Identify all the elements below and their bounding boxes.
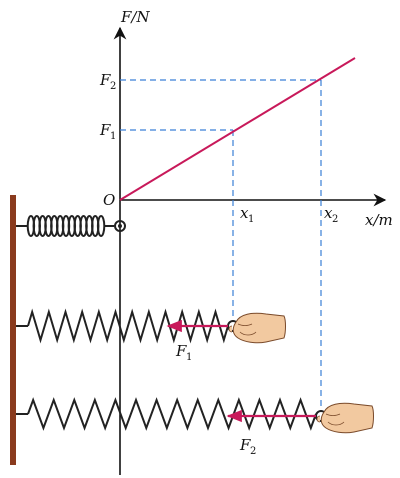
x-axis-label: x/m [365,211,393,229]
svg-text:x: x [240,204,249,222]
svg-text:x: x [324,204,333,222]
svg-text:1: 1 [248,214,254,225]
spring-relaxed [16,215,126,237]
force-label-f2: F 2 [239,436,256,457]
svg-text:F: F [239,436,251,454]
origin-label: O [103,191,115,209]
svg-text:1: 1 [110,131,116,142]
y-tick-f1: F 1 [99,121,116,142]
x-tick-x1: x 1 [240,204,254,225]
y-tick-f2: F 2 [99,71,116,92]
svg-text:F: F [99,121,111,139]
dashed-guides [120,79,322,412]
spring-stretched-x2 [16,397,327,431]
force-label-f1: F 1 [175,342,192,363]
hand-icon [316,402,374,434]
svg-text:1: 1 [186,352,192,363]
hand-icon [228,312,286,344]
x-tick-x2: x 2 [324,204,338,225]
spring-end-ring [114,220,126,232]
wall [10,195,16,465]
svg-text:2: 2 [250,446,256,457]
coil-loop [96,215,106,237]
y-axis-label: F/N [120,8,150,26]
svg-text:F: F [99,71,111,89]
svg-text:F: F [175,342,187,360]
svg-text:2: 2 [110,81,116,92]
svg-text:2: 2 [332,214,338,225]
force-extension-line [119,57,356,201]
